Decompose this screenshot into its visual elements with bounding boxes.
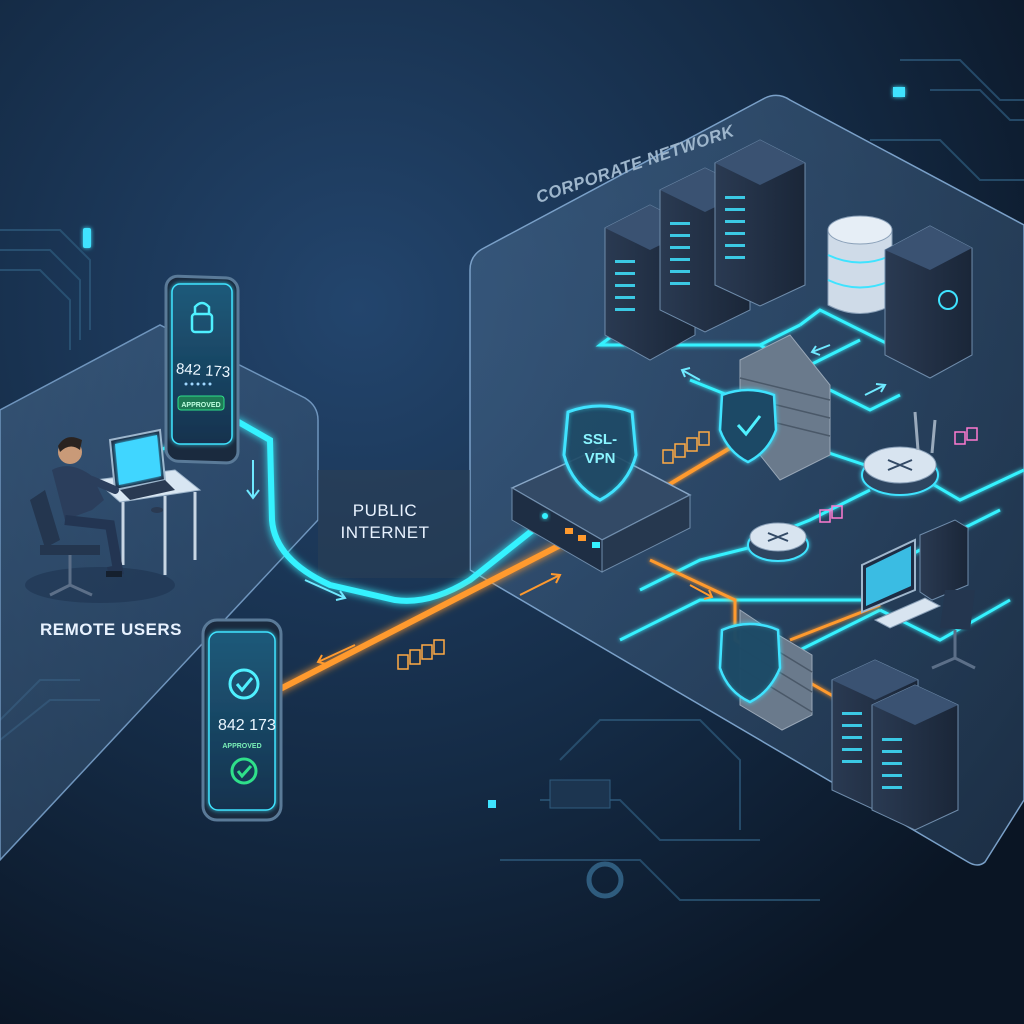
phone-bottom-status: APPROVED (222, 743, 261, 750)
server-tower (884, 225, 973, 379)
ssl-vpn-label-line2: VPN (585, 450, 616, 467)
public-internet-line2: INTERNET (340, 523, 430, 542)
ssl-vpn-shield-icon (562, 404, 638, 502)
mfa-phone-bottom (201, 618, 283, 822)
phone-top-code: 842 173 (175, 360, 230, 381)
circuit-chip (549, 779, 611, 809)
cyan-vpn-link (233, 417, 550, 604)
remote-users-label: REMOTE USERS (40, 620, 183, 639)
network-switch-icon (747, 522, 809, 562)
public-internet-label: PUBLIC INTERNET (330, 500, 440, 544)
indicator-light (83, 228, 91, 248)
phone-top-status: APPROVED (181, 402, 220, 409)
ssl-vpn-label-line1: SSL- (583, 431, 617, 448)
document-icon (397, 431, 710, 670)
firewall-brick-wall-top (718, 334, 831, 481)
desktop-workstation (861, 519, 976, 670)
indicator-light (893, 87, 905, 97)
document-icon (819, 427, 978, 523)
indicator-light (488, 800, 496, 808)
circuit-traces (0, 59, 1024, 901)
remote-user-workstation (25, 428, 202, 603)
public-internet-panel (318, 470, 470, 578)
server-rack-cluster-bottom (831, 659, 959, 831)
wifi-router-icon (861, 411, 939, 496)
phone-bottom-code: 842 173 (218, 717, 276, 734)
public-internet-line1: PUBLIC (352, 501, 418, 520)
mfa-phone-top (164, 274, 240, 465)
server-rack-cluster-top (604, 139, 806, 361)
database-icon (827, 215, 893, 314)
circuit-ring (586, 861, 624, 899)
flow-arrows (246, 344, 887, 665)
firewall-brick-wall-bottom (718, 609, 813, 731)
